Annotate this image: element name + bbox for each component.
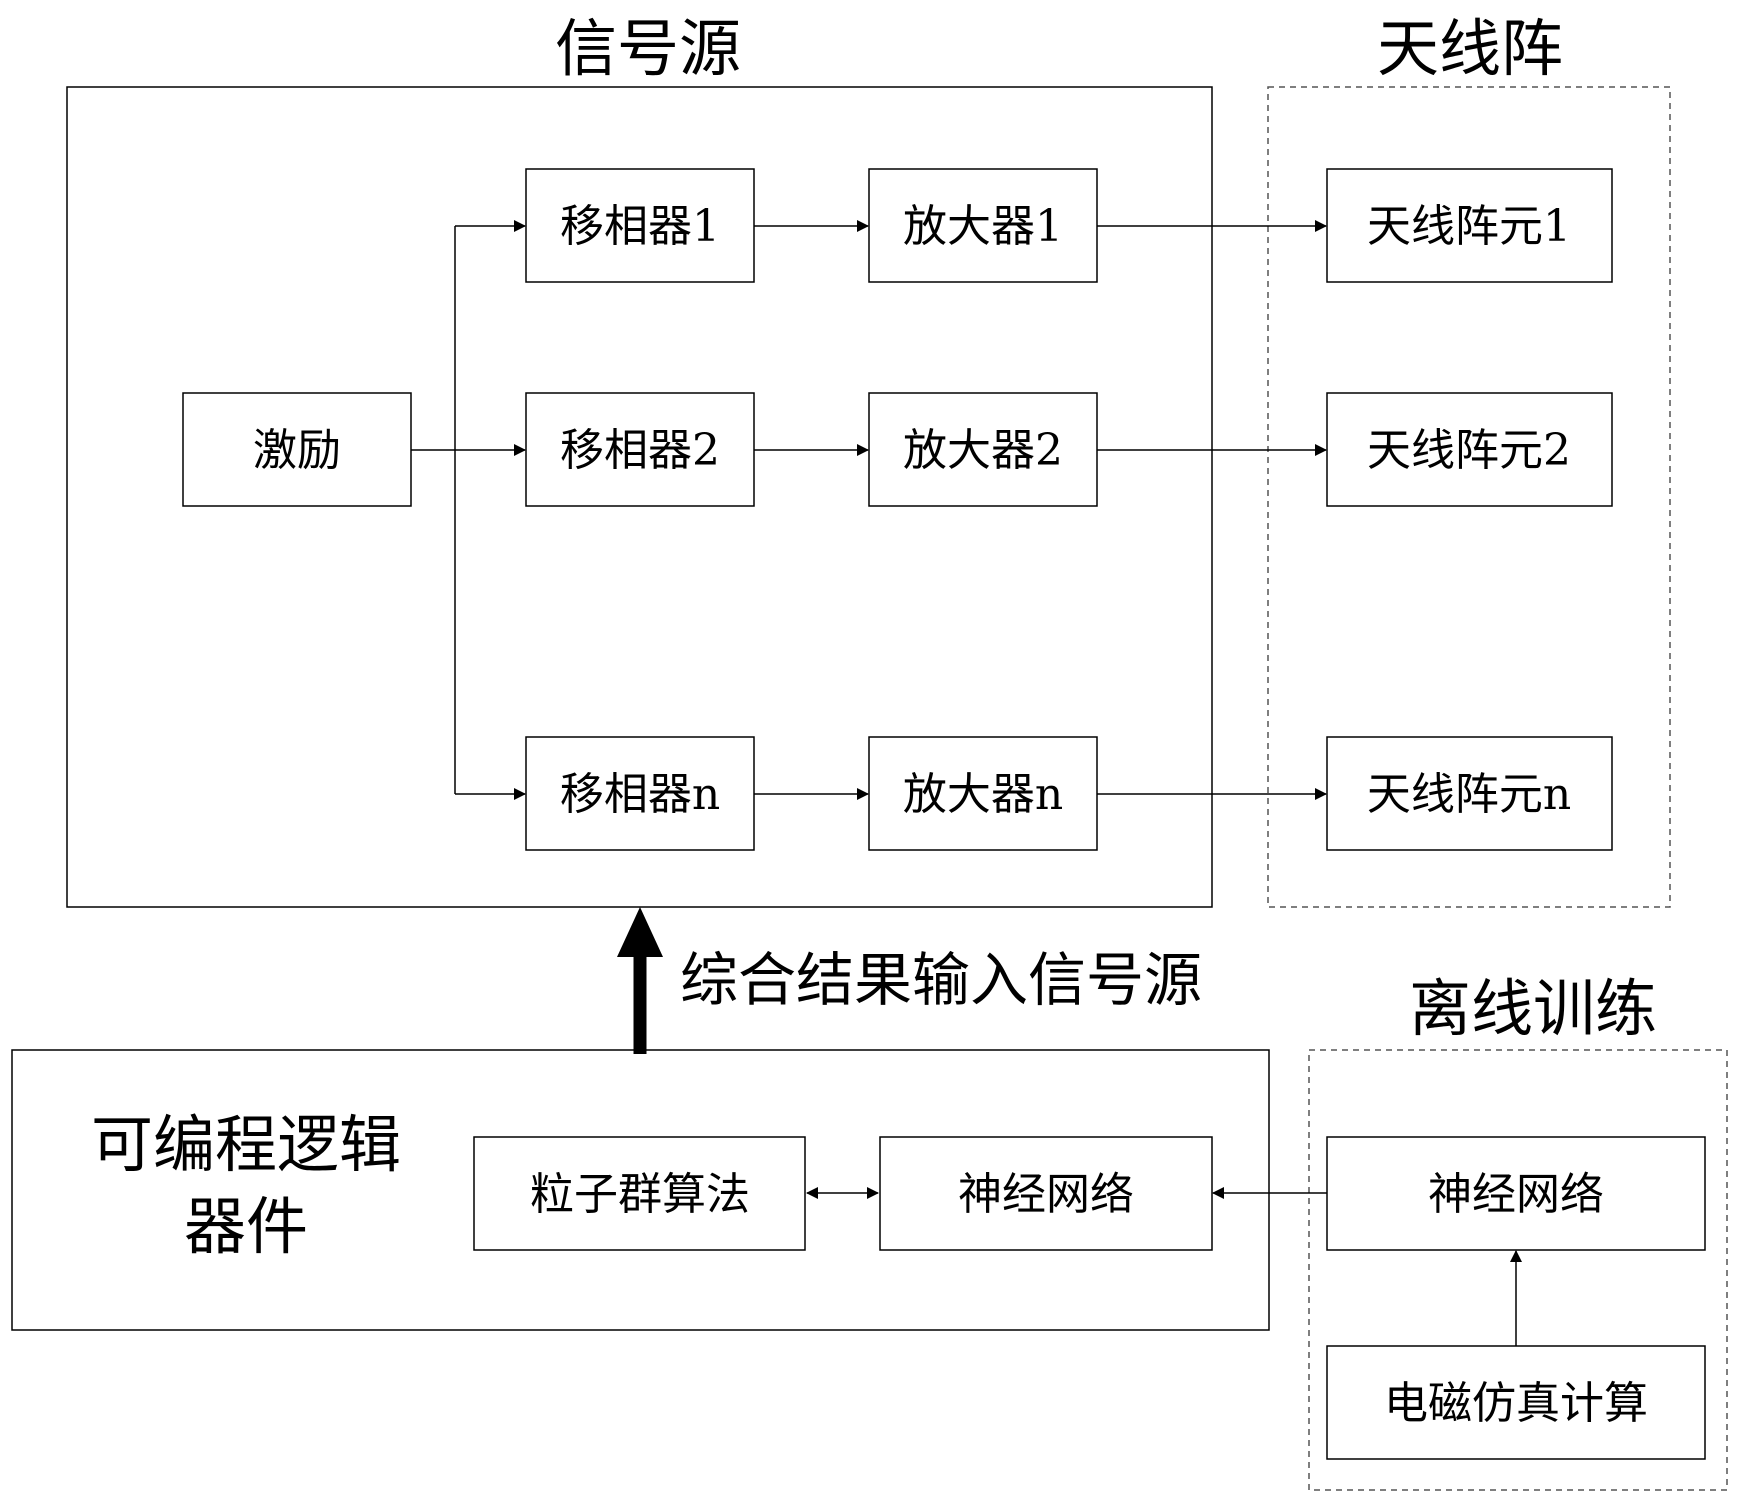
amplifier-1-label: 放大器1 <box>903 201 1063 252</box>
feed-arrow-head <box>617 907 663 957</box>
offline-training-title: 离线训练 <box>1409 972 1657 1045</box>
phase-shifter-n-label: 移相器n <box>560 769 720 820</box>
amplifier-n-label: 放大器n <box>903 769 1063 820</box>
antenna-array-title: 天线阵 <box>1377 12 1563 85</box>
fpga-title-line1: 可编程逻辑 <box>91 1108 401 1181</box>
phase-shifter-2-label: 移相器2 <box>560 425 720 476</box>
feed-label: 综合结果输入信号源 <box>680 946 1202 1014</box>
antenna-element-n-label: 天线阵元n <box>1367 769 1571 820</box>
antenna-element-2-label: 天线阵元2 <box>1367 425 1571 476</box>
antenna-element-1-label: 天线阵元1 <box>1367 201 1571 252</box>
signal-source-title: 信号源 <box>555 12 741 85</box>
pso-label: 粒子群算法 <box>530 1169 750 1220</box>
fpga-title-line2: 器件 <box>184 1190 308 1263</box>
amplifier-2-label: 放大器2 <box>903 425 1063 476</box>
neural-net-offline-label: 神经网络 <box>1428 1169 1604 1220</box>
excitation-label: 激励 <box>253 425 341 476</box>
phase-shifter-1-label: 移相器1 <box>560 201 720 252</box>
neural-net-fpga-label: 神经网络 <box>958 1169 1134 1220</box>
em-simulation-label: 电磁仿真计算 <box>1384 1378 1648 1429</box>
